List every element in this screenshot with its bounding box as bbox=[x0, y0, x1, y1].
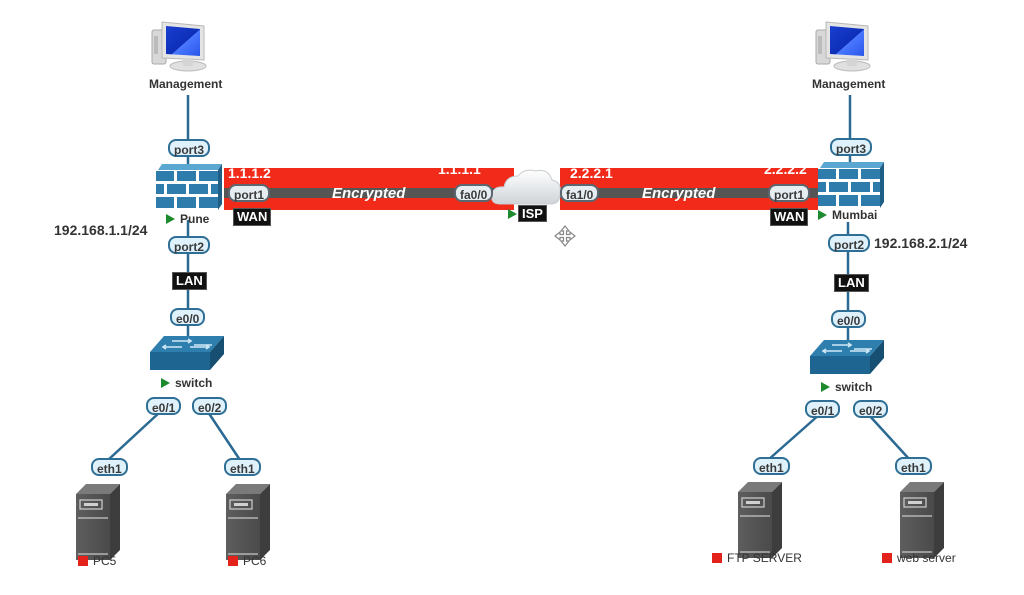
firewall-pune-label: Pune bbox=[166, 212, 209, 226]
lan-subnet-left: 192.168.1.1/24 bbox=[54, 222, 148, 238]
link-left-pc6[interactable] bbox=[206, 411, 242, 461]
port2-left[interactable]: port2 bbox=[168, 236, 210, 254]
encrypted-label-left: Encrypted bbox=[332, 185, 406, 202]
pc5-label: PC5 bbox=[78, 554, 116, 568]
port3-right[interactable]: port3 bbox=[830, 138, 872, 156]
switch-right-name: switch bbox=[835, 380, 873, 394]
e0-0-right[interactable]: e0/0 bbox=[831, 310, 867, 328]
lan-tag-left: LAN bbox=[172, 272, 207, 290]
switch-left-name: switch bbox=[175, 376, 213, 390]
pc6-icon[interactable] bbox=[225, 483, 271, 561]
switch-left-label: switch bbox=[161, 376, 212, 390]
port2-right[interactable]: port2 bbox=[828, 234, 870, 252]
lan-tag-right: LAN bbox=[834, 274, 869, 292]
ftp-server-icon[interactable] bbox=[737, 481, 783, 559]
isp-name: ISP bbox=[518, 205, 547, 222]
firewall-pune-icon[interactable] bbox=[156, 164, 222, 210]
pc6-label: PC6 bbox=[228, 554, 266, 568]
link-left-pc5[interactable] bbox=[107, 411, 161, 461]
ftp-server-name: FTP SERVER bbox=[727, 551, 802, 565]
pc5-name: PC5 bbox=[93, 554, 117, 568]
web-server-label: web server bbox=[882, 551, 956, 565]
fa1-0-port[interactable]: fa1/0 bbox=[560, 184, 600, 202]
stopped-status-icon bbox=[712, 553, 722, 563]
wan-link-right[interactable] bbox=[560, 188, 818, 198]
link-right-ftp[interactable] bbox=[767, 413, 821, 461]
port3-left[interactable]: port3 bbox=[168, 139, 210, 157]
fa0-0-port[interactable]: fa0/0 bbox=[454, 184, 494, 202]
wan-tag-left: WAN bbox=[233, 208, 272, 226]
wan-ip-left: 1.1.1.2 bbox=[228, 165, 271, 181]
move-cursor-icon bbox=[554, 225, 576, 247]
running-status-icon bbox=[166, 214, 175, 224]
ftp-server-label: FTP SERVER bbox=[712, 551, 802, 565]
isp-left-ip: 1.1.1.1 bbox=[438, 161, 481, 177]
isp-label: ISP bbox=[508, 205, 547, 222]
eth1-ftp-server[interactable]: eth1 bbox=[753, 457, 790, 475]
e0-1-left[interactable]: e0/1 bbox=[146, 397, 182, 415]
stopped-status-icon bbox=[882, 553, 892, 563]
port1-right[interactable]: port1 bbox=[768, 184, 810, 202]
management-pc-left-icon[interactable] bbox=[151, 21, 207, 72]
e0-2-right[interactable]: e0/2 bbox=[853, 400, 889, 418]
firewall-mumbai-icon[interactable] bbox=[818, 162, 884, 208]
e0-2-left[interactable]: e0/2 bbox=[192, 397, 228, 415]
wan-tag-right: WAN bbox=[770, 208, 809, 226]
eth1-pc5[interactable]: eth1 bbox=[91, 458, 128, 476]
isp-right-ip: 2.2.2.1 bbox=[570, 165, 613, 181]
web-server-name: web server bbox=[897, 551, 956, 565]
stopped-status-icon bbox=[228, 556, 238, 566]
switch-left-icon[interactable] bbox=[149, 335, 225, 371]
port1-left[interactable]: port1 bbox=[228, 184, 270, 202]
lan-subnet-right: 192.168.2.1/24 bbox=[874, 235, 968, 251]
running-status-icon bbox=[818, 210, 827, 220]
running-status-icon bbox=[161, 378, 170, 388]
link-right-web[interactable] bbox=[867, 413, 911, 461]
pc6-name: PC6 bbox=[243, 554, 267, 568]
eth1-web-server[interactable]: eth1 bbox=[895, 457, 932, 475]
stopped-status-icon bbox=[78, 556, 88, 566]
wan-link-left[interactable] bbox=[224, 188, 514, 198]
e0-0-left[interactable]: e0/0 bbox=[170, 308, 206, 326]
switch-right-icon[interactable] bbox=[809, 339, 885, 375]
management-right-label: Management bbox=[812, 77, 886, 91]
firewall-mumbai-label: Mumbai bbox=[818, 208, 877, 222]
e0-1-right[interactable]: e0/1 bbox=[805, 400, 841, 418]
management-pc-right-icon[interactable] bbox=[815, 21, 871, 72]
web-server-icon[interactable] bbox=[899, 481, 945, 559]
switch-right-label: switch bbox=[821, 380, 872, 394]
firewall-pune-name: Pune bbox=[180, 212, 210, 226]
eth1-pc6[interactable]: eth1 bbox=[224, 458, 261, 476]
running-status-icon bbox=[508, 209, 517, 219]
wan-ip-right: 2.2.2.2 bbox=[764, 161, 807, 177]
firewall-mumbai-name: Mumbai bbox=[832, 208, 878, 222]
pc5-icon[interactable] bbox=[75, 483, 121, 561]
running-status-icon bbox=[821, 382, 830, 392]
management-left-label: Management bbox=[149, 77, 223, 91]
encrypted-label-right: Encrypted bbox=[642, 185, 716, 202]
